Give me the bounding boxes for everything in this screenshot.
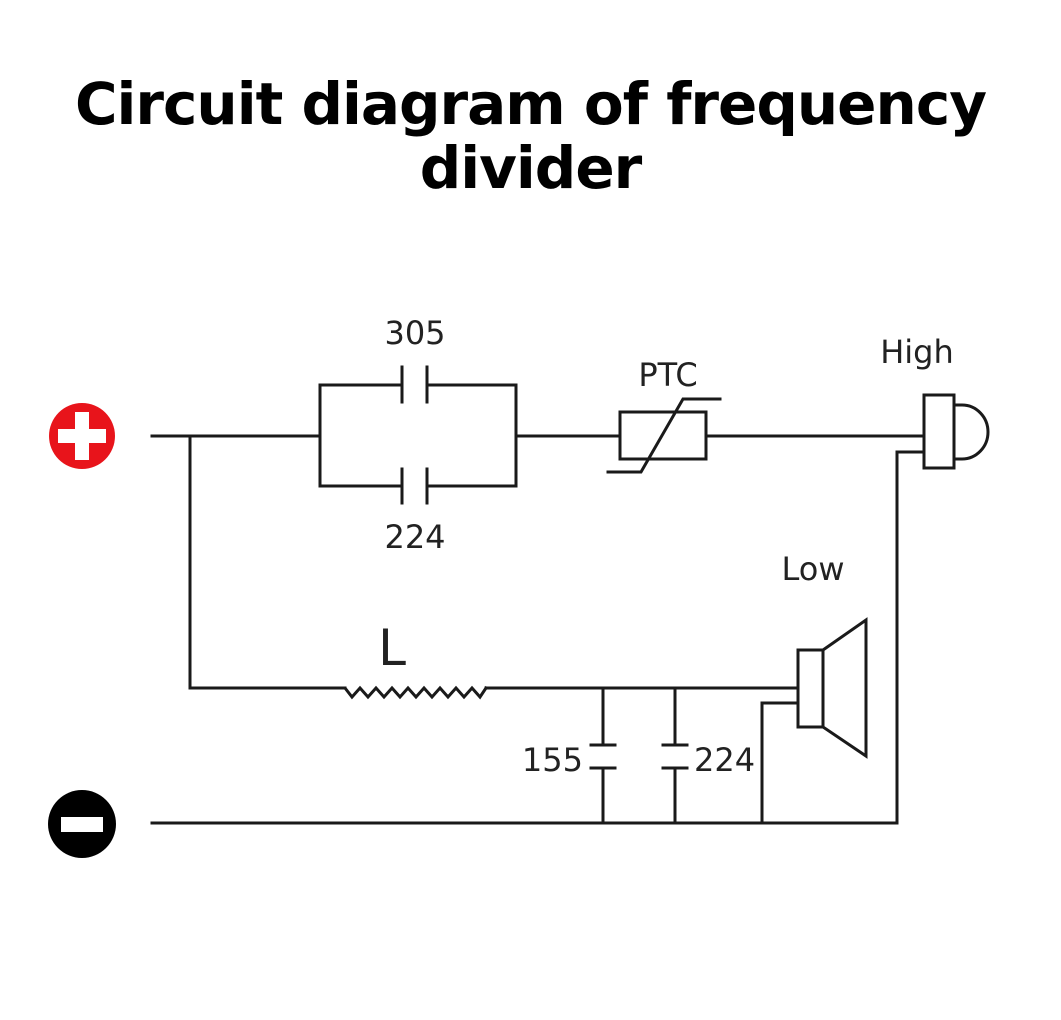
- capacitor-224-series: 224: [384, 467, 446, 556]
- capacitor-305: 305: [384, 314, 446, 404]
- capacitor-224-shunt: 224: [661, 741, 755, 779]
- negative-terminal-icon: [48, 790, 116, 858]
- title-line-1: Circuit diagram of frequency: [74, 70, 987, 138]
- ptc-thermistor: PTC: [606, 356, 722, 474]
- wires: [150, 383, 926, 825]
- capacitor-155: 155: [522, 741, 617, 779]
- wire-cap-frame-left: [318, 383, 402, 488]
- capacitor-155-label: 155: [522, 741, 583, 779]
- wire-woofer-return: [760, 701, 800, 825]
- tweeter-icon: High: [880, 333, 990, 470]
- wire-positive-branch: [188, 434, 347, 690]
- positive-terminal-icon: [49, 403, 115, 469]
- inductor: L: [328, 619, 489, 700]
- wire-cap-frame-right: [426, 383, 518, 488]
- diagram-title: Circuit diagram of frequency divider: [0, 72, 1061, 200]
- wire-tweeter-return: [895, 450, 926, 825]
- woofer-icon: Low: [781, 550, 868, 759]
- tweeter-label: High: [880, 333, 954, 371]
- inductor-label: L: [378, 619, 406, 677]
- capacitor-224-series-label: 224: [384, 518, 445, 556]
- woofer-label: Low: [781, 550, 844, 588]
- title-line-2: divider: [419, 134, 643, 202]
- ptc-label: PTC: [638, 356, 697, 394]
- capacitor-224-shunt-label: 224: [694, 741, 755, 779]
- capacitor-305-label: 305: [384, 314, 445, 352]
